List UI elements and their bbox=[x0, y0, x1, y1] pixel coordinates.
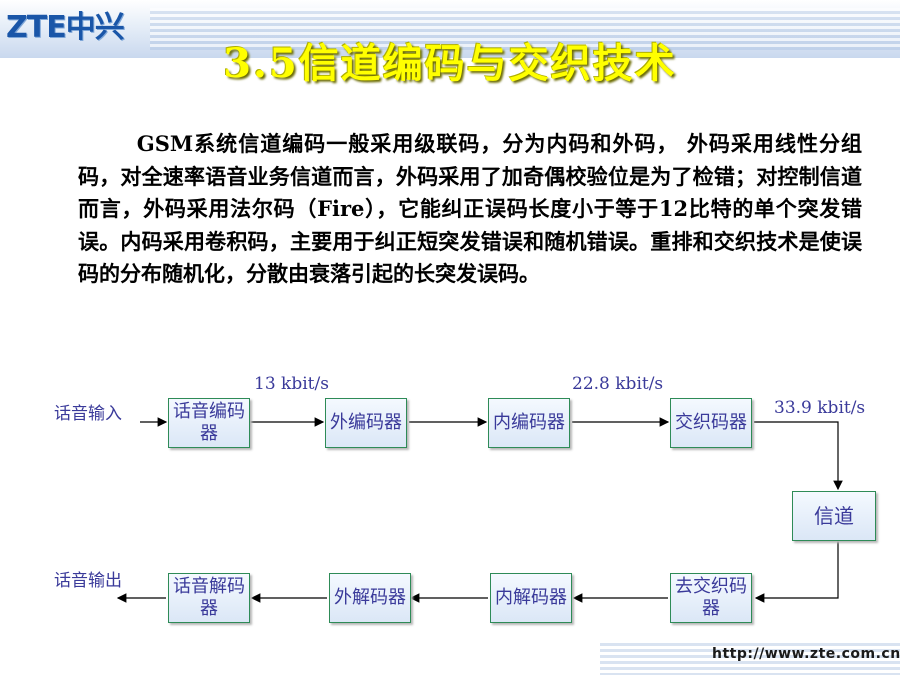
header-band bbox=[0, 0, 900, 58]
outer-encoder-box: 外编码器 bbox=[325, 398, 407, 448]
speech-decoder-box: 话音解码器 bbox=[168, 573, 250, 623]
input-label: 话音输入 bbox=[54, 404, 122, 424]
arrow-to-channel bbox=[754, 421, 843, 491]
channel-box: 信道 bbox=[792, 491, 876, 541]
deinterleaver-box: 去交织码器 bbox=[670, 573, 752, 623]
rate-label-2: 22.8 kbit/s bbox=[572, 374, 664, 394]
output-label: 话音输出 bbox=[54, 571, 122, 591]
speech-encoder-box: 话音编码器 bbox=[168, 398, 250, 448]
outer-decoder-box: 外解码器 bbox=[329, 573, 411, 623]
slide-title: 3.5信道编码与交织技术 bbox=[223, 40, 677, 87]
header-stripes bbox=[150, 8, 900, 50]
inner-encoder-box: 内编码器 bbox=[488, 398, 570, 448]
body-paragraph: GSM系统信道编码一般采用级联码，分为内码和外码， 外码采用线性分组码，对全速率… bbox=[78, 131, 862, 286]
rate-label-1: 13 kbit/s bbox=[254, 374, 329, 394]
footer-stripes bbox=[600, 640, 900, 675]
interleaver-box: 交织码器 bbox=[670, 398, 752, 448]
zte-logo: ZTE中兴 bbox=[6, 10, 125, 45]
inner-decoder-box: 内解码器 bbox=[490, 573, 572, 623]
website-url[interactable]: http://www.zte.com.cn bbox=[712, 646, 900, 662]
rate-label-3: 33.9 kbit/s bbox=[774, 398, 866, 418]
arrow-from-channel bbox=[754, 540, 839, 603]
